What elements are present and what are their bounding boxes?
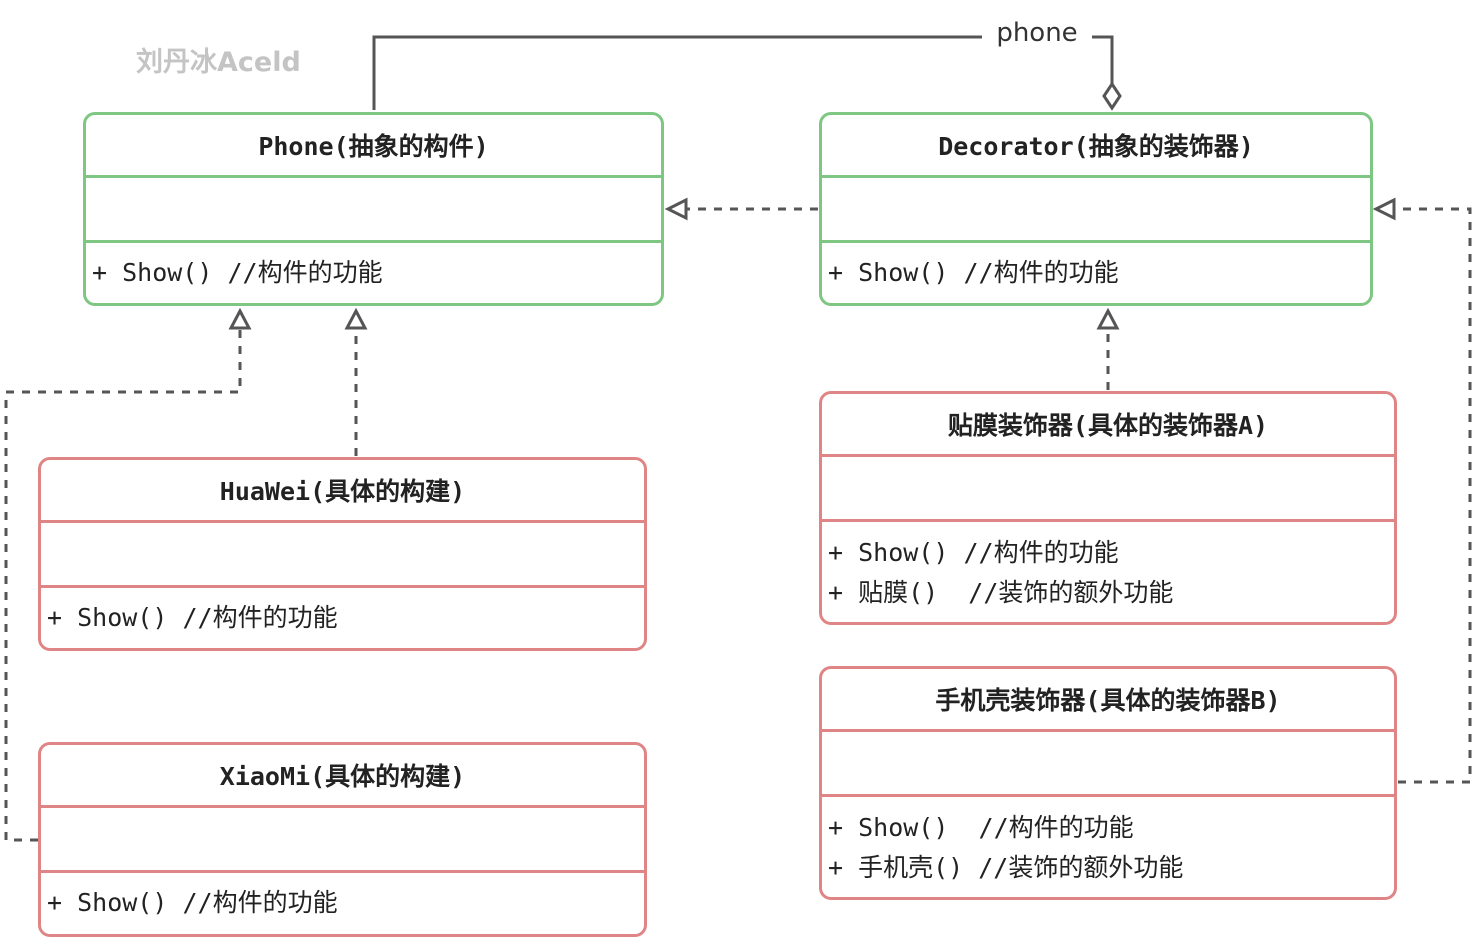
class-name: Decorator(抽象的装饰器) xyxy=(822,115,1370,178)
attributes-section xyxy=(41,808,644,873)
attributes-section xyxy=(822,457,1394,522)
operation: + 贴膜() //装饰的额外功能 xyxy=(828,578,1174,607)
operation: + 手机壳() //装饰的额外功能 xyxy=(828,853,1184,882)
class-name: 手机壳装饰器(具体的装饰器B) xyxy=(822,669,1394,732)
operation: + Show() //构件的功能 xyxy=(47,888,338,917)
attributes-section xyxy=(41,523,644,588)
realization-film-to-decorator xyxy=(1096,307,1120,390)
aggregation-diamond-icon xyxy=(1102,81,1122,111)
class-huawei[interactable]: HuaWei(具体的构建) + Show() //构件的功能 xyxy=(38,457,647,651)
operation: + Show() //构件的功能 xyxy=(828,813,1134,842)
attributes-section xyxy=(822,732,1394,797)
association-label: phone xyxy=(982,18,1092,48)
attributes-section xyxy=(86,178,661,243)
realization-decorator-to-phone xyxy=(664,197,818,221)
association-phone-line xyxy=(372,35,1122,111)
operation: + Show() //构件的功能 xyxy=(47,603,338,632)
class-decorator[interactable]: Decorator(抽象的装饰器) + Show() //构件的功能 xyxy=(819,112,1373,306)
operations-section: + Show() //构件的功能 xyxy=(822,243,1370,293)
class-name: XiaoMi(具体的构建) xyxy=(41,745,644,808)
class-xiaomi[interactable]: XiaoMi(具体的构建) + Show() //构件的功能 xyxy=(38,742,647,937)
class-phone[interactable]: Phone(抽象的构件) + Show() //构件的功能 xyxy=(83,112,664,306)
realization-case-to-decorator xyxy=(1372,197,1472,784)
operation: + Show() //构件的功能 xyxy=(828,538,1119,567)
class-name: 贴膜装饰器(具体的装饰器A) xyxy=(822,394,1394,457)
class-case-decorator[interactable]: 手机壳装饰器(具体的装饰器B) + Show() //构件的功能 + 手机壳()… xyxy=(819,666,1397,900)
class-name: HuaWei(具体的构建) xyxy=(41,460,644,523)
operation: + Show() //构件的功能 xyxy=(92,258,383,287)
watermark: 刘丹冰Aceld xyxy=(136,47,301,78)
operations-section: + Show() //构件的功能 xyxy=(41,873,644,923)
operations-section: + Show() //构件的功能 + 手机壳() //装饰的额外功能 xyxy=(822,797,1394,888)
operations-section: + Show() //构件的功能 + 贴膜() //装饰的额外功能 xyxy=(822,522,1394,613)
operations-section: + Show() //构件的功能 xyxy=(86,243,661,293)
operation: + Show() //构件的功能 xyxy=(828,258,1119,287)
class-film-decorator[interactable]: 贴膜装饰器(具体的装饰器A) + Show() //构件的功能 + 贴膜() /… xyxy=(819,391,1397,625)
class-name: Phone(抽象的构件) xyxy=(86,115,661,178)
realization-huawei-to-phone xyxy=(344,307,368,456)
attributes-section xyxy=(822,178,1370,243)
operations-section: + Show() //构件的功能 xyxy=(41,588,644,638)
realization-xiaomi-to-phone xyxy=(4,307,252,842)
